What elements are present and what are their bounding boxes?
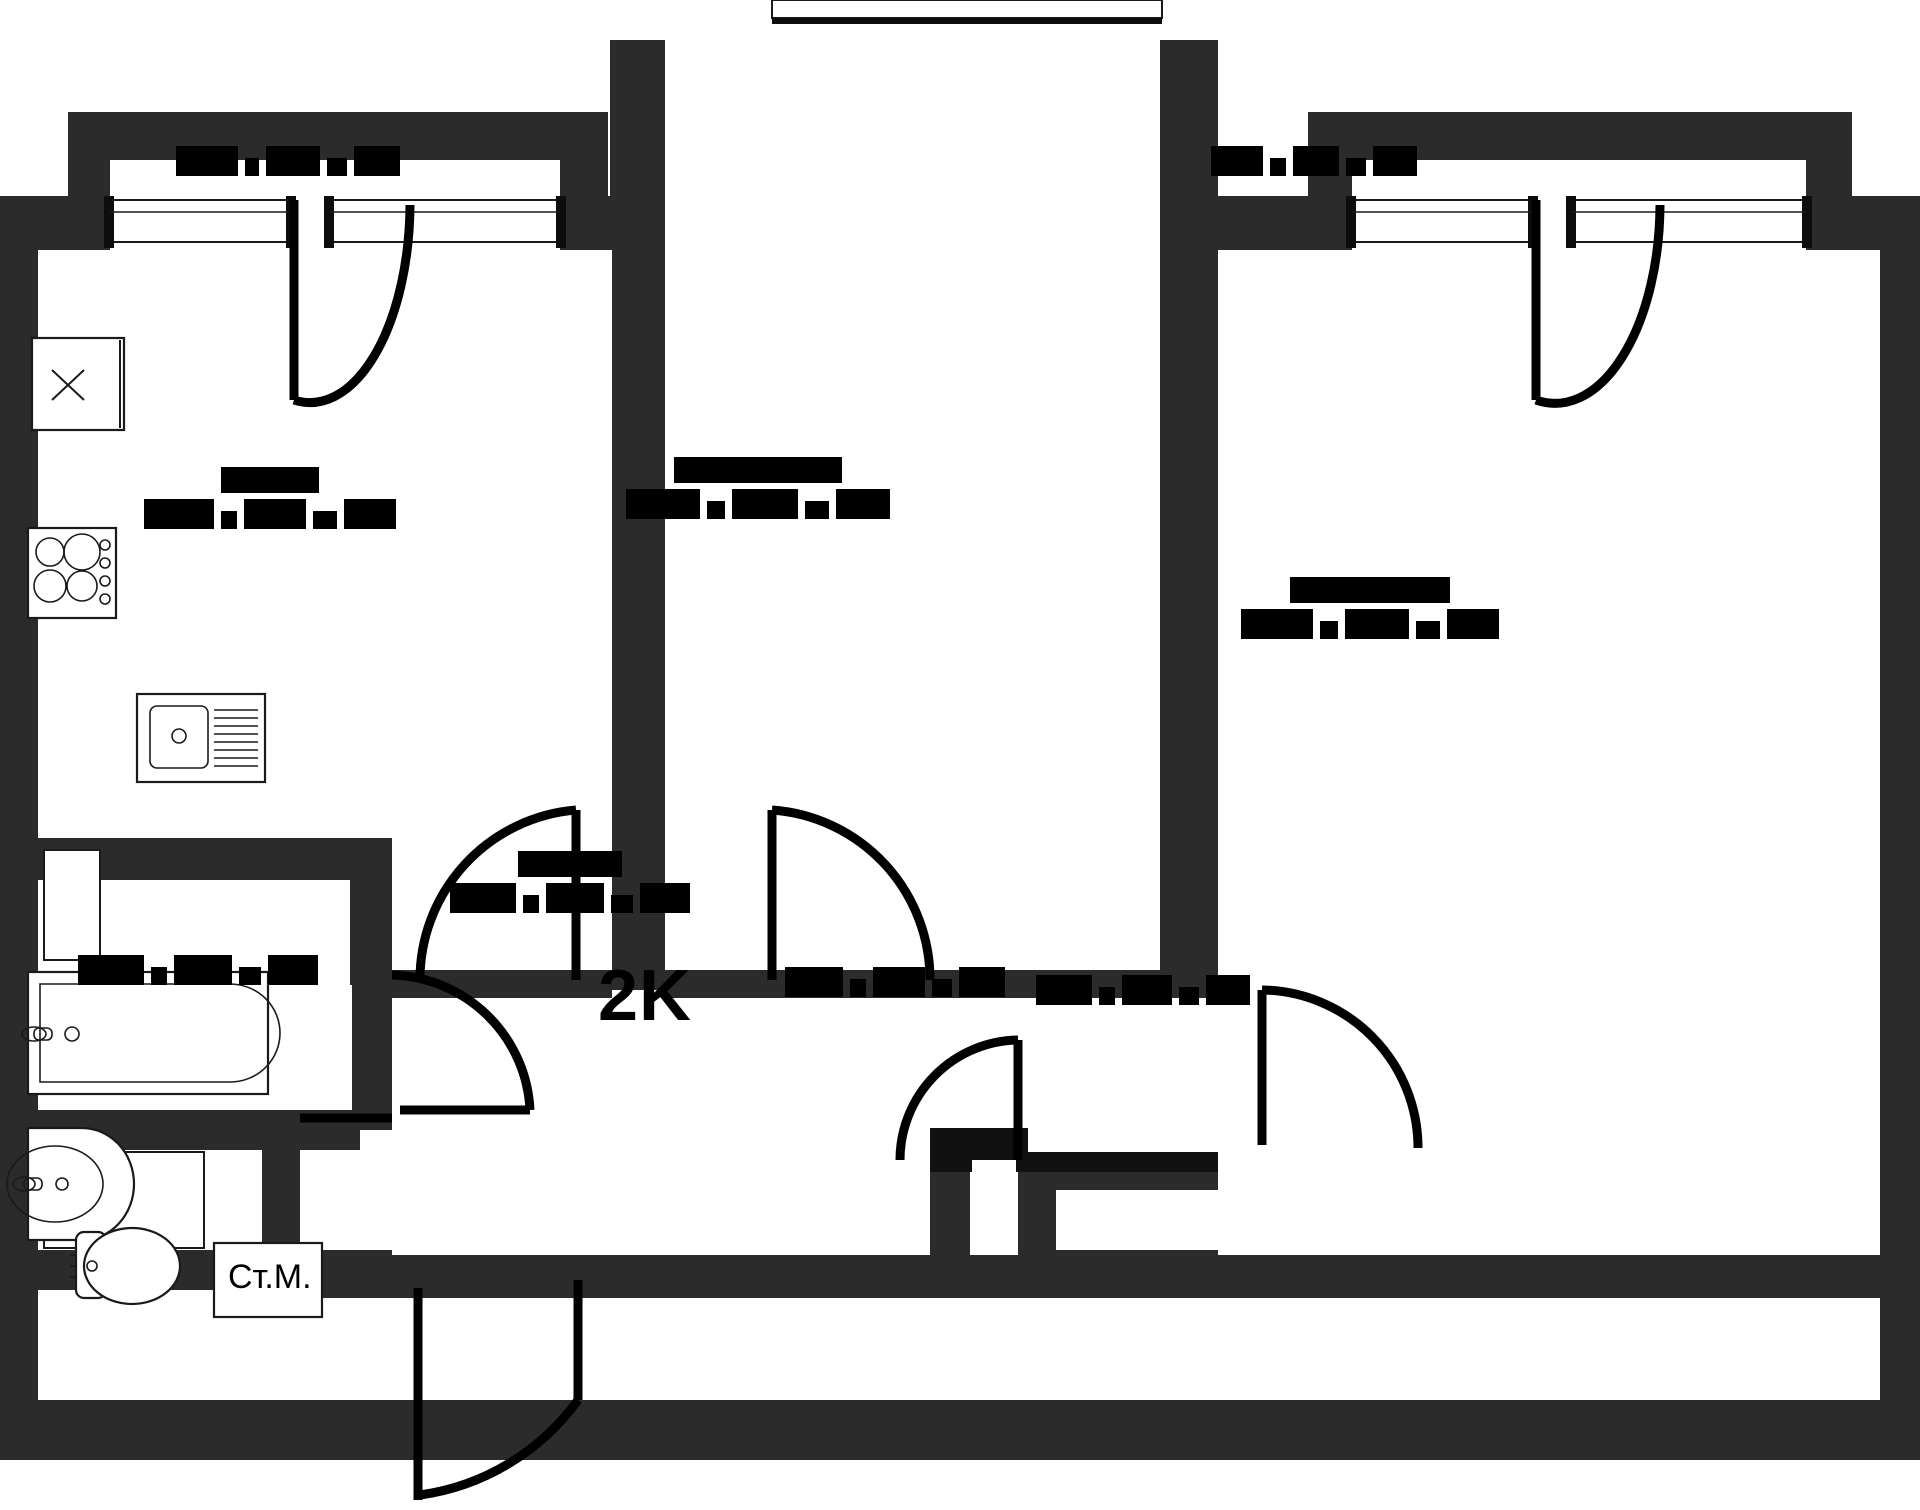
- door-balcony-left-arc: [292, 204, 415, 408]
- window-balcony-left-a: [109, 199, 291, 243]
- door-kitchen-arc: [415, 805, 577, 981]
- bathtub-icon: [26, 970, 270, 1096]
- drainboard-ribs: [214, 709, 258, 767]
- room-fills: [38, 40, 1880, 1255]
- door-bedroom-arc: [1261, 985, 1423, 1149]
- door-entrance-arc: [419, 1397, 582, 1500]
- vent-slot-bath-upper: [43, 849, 101, 961]
- refrigerator-icon: [30, 336, 126, 432]
- washing-machine-slot: [212, 1241, 324, 1319]
- door-closet-left-arc: [895, 1035, 1019, 1161]
- washing-machine-label: Ст.М.: [228, 1258, 312, 1296]
- window-balcony-right-a: [1351, 199, 1533, 243]
- window-balcony-left-b: [329, 199, 561, 243]
- door-living-arc: [771, 805, 935, 981]
- washbasin-icon: [26, 1126, 136, 1242]
- kitchen-fixtures: [26, 336, 267, 784]
- window-balcony-right-b: [1571, 199, 1807, 243]
- stove-cooktop-icon: [26, 526, 118, 620]
- door-balcony-right-arc: [1534, 204, 1665, 408]
- window-top-center: [771, 0, 1163, 19]
- door-bathroom-arc: [391, 970, 535, 1111]
- doors: [289, 200, 1665, 1500]
- toilet-icon: [82, 1226, 182, 1306]
- bathroom-fixtures: [6, 970, 324, 1319]
- apartment-type-label: 2K: [598, 956, 693, 1036]
